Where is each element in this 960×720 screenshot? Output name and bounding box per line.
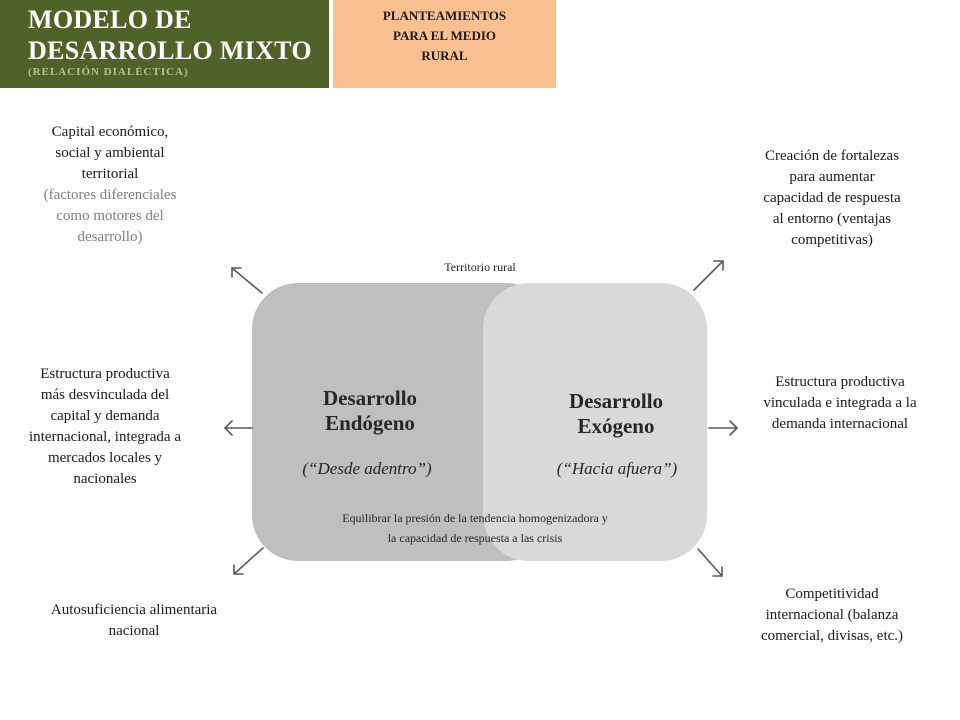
endogenous-title: Desarrollo Endógeno (270, 386, 470, 436)
right-top-line-3: capacidad de respuesta (763, 190, 901, 206)
arrow-to-right-top (693, 260, 724, 291)
right-bottom-line-2: internacional (balanza (765, 607, 899, 623)
balance-note-line-1: Equilibrar la presión de la tendencia ho… (342, 511, 608, 525)
balance-note-line-2: la capacidad de respuesta a las crisis (387, 531, 563, 545)
exogenous-title-line-1: Desarrollo (568, 389, 664, 413)
right-middle-text: Estructura productiva vinculada e integr… (728, 372, 952, 435)
left-top-line-1: Capital económico, (51, 124, 169, 140)
title-line-1: MODELO DE (28, 5, 192, 34)
exogenous-subtitle: (“Hacia afuera”) (556, 459, 678, 478)
arrow-to-left-middle (224, 420, 253, 436)
endogenous-title-line-1: Desarrollo (322, 386, 418, 410)
left-bottom-line-2: nacional (108, 623, 160, 639)
right-top-line-2: para aumentar (789, 169, 875, 185)
left-middle-line-3: capital y demanda (50, 408, 160, 424)
right-bottom-text: Competitividad internacional (balanza co… (722, 584, 942, 647)
exogenous-shape (483, 283, 707, 561)
tag-line-3: RURAL (421, 48, 468, 63)
balance-note: Equilibrar la presión de la tendencia ho… (280, 508, 670, 548)
left-top-text: Capital económico, social y ambiental te… (10, 122, 210, 248)
right-bottom-line-3: comercial, divisas, etc.) (760, 628, 904, 644)
title-line-2: DESARROLLO MIXTO (28, 36, 312, 65)
territory-label: Territorio rural (444, 260, 516, 274)
endogenous-subtitle: (“Desde adentro”) (302, 459, 432, 478)
right-middle-line-2: vinculada e integrada a la (763, 395, 917, 411)
right-bottom-line-1: Competitividad (785, 586, 879, 602)
left-top-line-2: social y ambiental (55, 145, 165, 161)
endogenous-title-line-2: Endógeno (325, 411, 415, 435)
right-middle-line-1: Estructura productiva (775, 374, 905, 390)
exogenous-title-line-2: Exógeno (577, 414, 655, 438)
arrow-to-right-bottom (697, 548, 723, 577)
tag-line-2: PARA EL MEDIO (392, 28, 497, 43)
right-top-line-4: al entorno (ventajas (772, 211, 892, 227)
topic-tag: PLANTEAMIENTOS PARA EL MEDIO RURAL (333, 0, 556, 88)
left-middle-line-2: más desvinculada del (40, 387, 170, 403)
left-middle-line-4: internacional, integrada a (28, 429, 181, 445)
left-middle-line-6: nacionales (73, 471, 137, 487)
left-top-line-3: territorial (81, 166, 139, 182)
arrow-to-right-middle (708, 420, 738, 436)
left-middle-text: Estructura productiva más desvinculada d… (0, 364, 210, 490)
left-top-grey-line-1: (factores diferenciales (43, 187, 177, 203)
right-middle-line-3: demanda internacional (771, 416, 909, 432)
left-top-grey-line-2: como motores del (56, 208, 164, 224)
right-top-line-1: Creación de fortalezas (764, 148, 900, 164)
title-panel: MODELO DE DESARROLLO MIXTO (RELACIÓN DIA… (0, 0, 329, 88)
left-bottom-line-1: Autosuficiencia alimentaria (50, 602, 218, 618)
left-bottom-text: Autosuficiencia alimentaria nacional (14, 600, 254, 642)
left-middle-line-1: Estructura productiva (40, 366, 170, 382)
arrow-to-left-top (231, 267, 263, 294)
right-top-text: Creación de fortalezas para aumentar cap… (732, 146, 932, 251)
title-subtitle: (RELACIÓN DIALÉCTICA) (28, 66, 189, 78)
exogenous-title: Desarrollo Exógeno (516, 389, 716, 439)
left-top-grey-line-3: desarrollo) (77, 229, 143, 245)
arrow-to-left-bottom (233, 547, 264, 575)
left-middle-line-5: mercados locales y (47, 450, 163, 466)
tag-line-1: PLANTEAMIENTOS (382, 8, 507, 23)
right-top-line-5: competitivas) (791, 232, 873, 248)
